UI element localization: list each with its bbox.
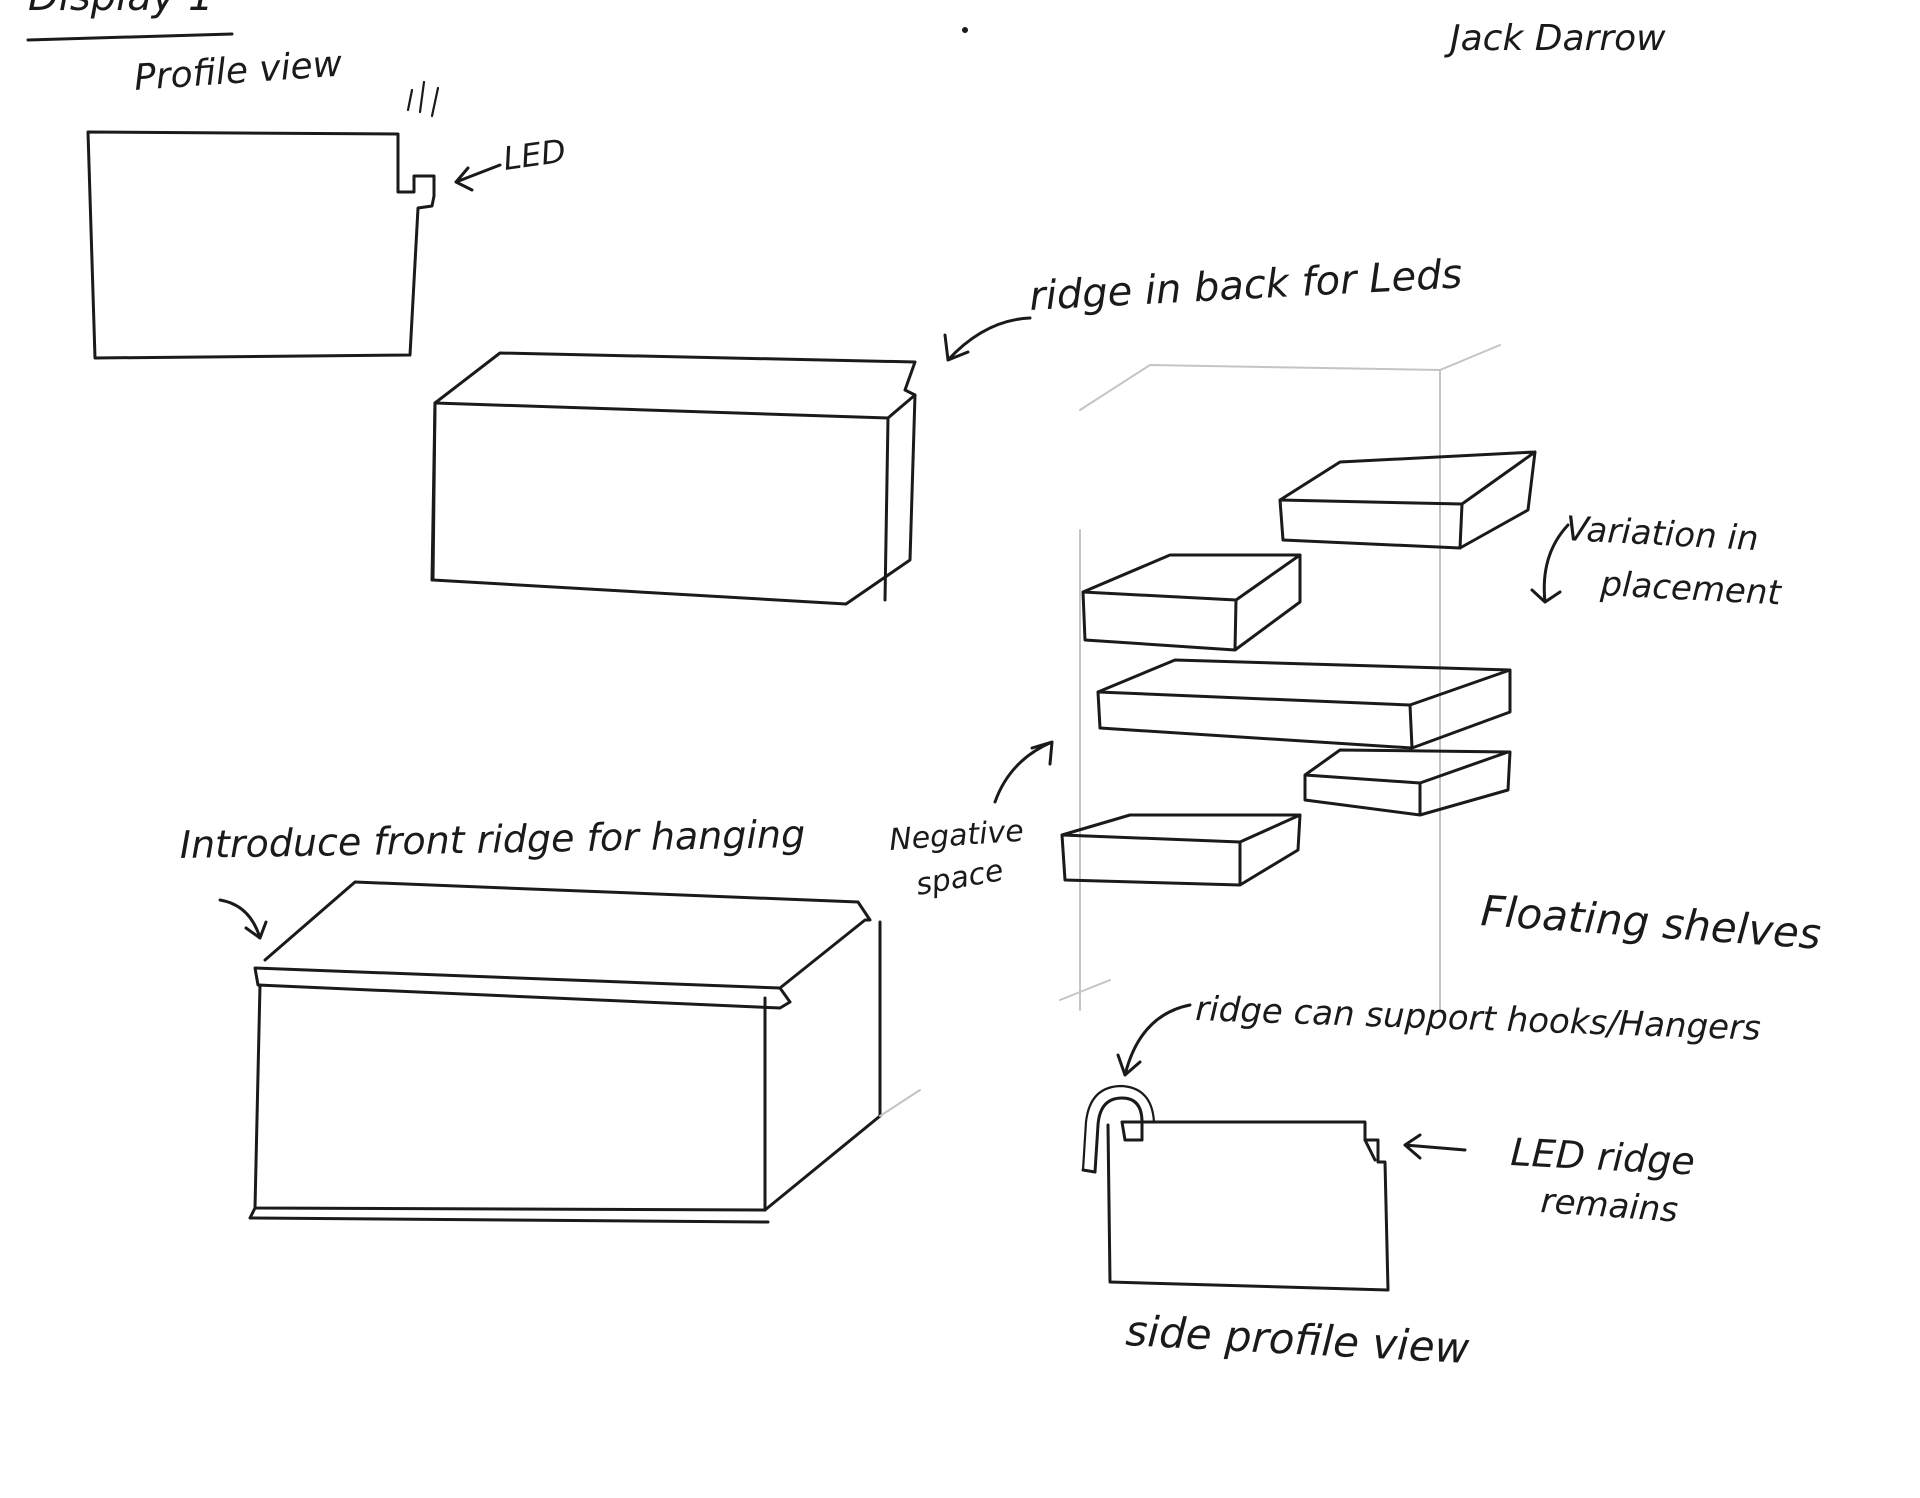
shelf-4 (1303, 748, 1512, 817)
hook-icon (1093, 1096, 1144, 1174)
shelf-2 (1081, 553, 1302, 652)
floating-shelves-sketch (993, 344, 1570, 1011)
variation-label-line2: placement (1599, 564, 1784, 614)
ridge-back-label: ridge in back for Leds (1028, 251, 1463, 320)
negative-space-label-line2: space (913, 853, 1006, 903)
back-ridge-box-sketch (430, 316, 1032, 606)
author-name: Jack Darrow (1444, 18, 1666, 59)
profile-view-sketch: LED (86, 80, 568, 360)
shelf-1 (1278, 450, 1537, 550)
ridge-support-arrow (1116, 1003, 1192, 1077)
ridge-support-label: ridge can support hooks/Hangers (1195, 989, 1762, 1049)
front-ridge-label: Introduce front ridge for hanging (179, 812, 805, 867)
front-ridge-arrow (218, 898, 268, 940)
led-ridge-arrow (1403, 1133, 1467, 1160)
ink-dot (962, 27, 968, 33)
led-ridge-label-line1: LED ridge (1510, 1130, 1696, 1184)
sheet-title: Display 1 (28, 0, 214, 20)
variation-arrow (1530, 523, 1570, 604)
floating-shelves-label: Floating shelves (1479, 886, 1822, 959)
ridge-back-arrow (943, 316, 1032, 362)
title-underline (26, 32, 234, 42)
led-arrow (454, 163, 502, 192)
negative-space-arrow (993, 740, 1054, 804)
shelf-3 (1096, 658, 1512, 750)
shelf-5 (1060, 813, 1302, 887)
led-label: LED (501, 132, 568, 178)
variation-label-line1: Variation in (1565, 509, 1760, 559)
profile-view-label: Profile view (133, 44, 344, 99)
side-profile-label: side profile view (1124, 1306, 1470, 1373)
negative-space-label-line1: Negative (888, 814, 1025, 858)
side-profile-sketch (1081, 1003, 1467, 1292)
led-ridge-label-line2: remains (1539, 1181, 1679, 1230)
front-ridge-box-sketch (218, 880, 921, 1224)
